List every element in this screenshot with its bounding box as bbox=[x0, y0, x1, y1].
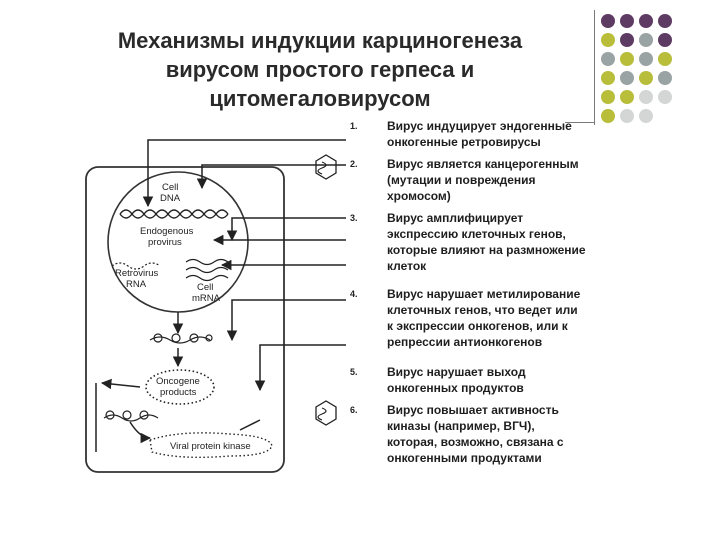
label-mrna: mRNA bbox=[192, 293, 221, 304]
label-provirus: provirus bbox=[148, 237, 182, 248]
title-line-1: Механизмы индукции карциногенеза bbox=[117, 28, 523, 53]
dot bbox=[658, 71, 672, 85]
label-cell: Cell bbox=[162, 182, 178, 193]
slide-title: Механизмы индукции карциногенеза вирусом… bbox=[60, 26, 580, 113]
dot bbox=[601, 109, 615, 123]
dot bbox=[620, 90, 634, 104]
item-number: 6. bbox=[350, 405, 358, 415]
virus-icon bbox=[315, 400, 337, 426]
dot bbox=[639, 14, 653, 28]
dot bbox=[620, 71, 634, 85]
dot bbox=[620, 52, 634, 66]
label-viral-protein-kinase: Viral protein kinase bbox=[170, 441, 251, 452]
mrna-wave-3 bbox=[185, 274, 229, 282]
dot bbox=[639, 71, 653, 85]
label-oncogene: Oncogene bbox=[156, 376, 200, 387]
dot bbox=[620, 33, 634, 47]
dna-helix-strand-1 bbox=[119, 209, 229, 219]
dot bbox=[601, 14, 615, 28]
cell-outline bbox=[85, 166, 285, 473]
dot bbox=[639, 33, 653, 47]
arrow-3-a bbox=[226, 217, 346, 242]
dot bbox=[658, 90, 672, 104]
item-number: 2. bbox=[350, 159, 358, 169]
title-line-2: вирусом простого герпеса и bbox=[165, 57, 475, 82]
dot bbox=[639, 109, 653, 123]
label-products: products bbox=[160, 387, 197, 398]
item-number: 4. bbox=[350, 289, 358, 299]
dot bbox=[601, 33, 615, 47]
dot bbox=[601, 90, 615, 104]
label-retrovirus: Retrovirus bbox=[115, 268, 159, 279]
arrow-1 bbox=[142, 139, 346, 208]
dna-helix-strand-2 bbox=[119, 209, 229, 219]
ribosome-cluster-2 bbox=[103, 410, 159, 422]
arrow-5 bbox=[226, 299, 346, 342]
item-text: Вирус повышает активность киназы (наприм… bbox=[387, 403, 564, 465]
dot bbox=[639, 52, 653, 66]
arrow-to-kinase bbox=[129, 421, 152, 444]
item-number: 3. bbox=[350, 213, 358, 223]
item-text: Вирус нарушает выход онкогенных продукто… bbox=[387, 365, 526, 395]
mrna-wave-2 bbox=[185, 266, 229, 274]
mrna-wave-1 bbox=[185, 258, 229, 266]
item-number: 5. bbox=[350, 367, 358, 377]
item-text: Вирус амплифицирует экспрессию клеточных… bbox=[387, 211, 586, 273]
dot bbox=[620, 14, 634, 28]
oncogene-products-blob bbox=[145, 369, 215, 405]
label-cell-2: Cell bbox=[197, 282, 213, 293]
dot bbox=[601, 71, 615, 85]
item-number: 1. bbox=[350, 121, 358, 131]
dot bbox=[658, 14, 672, 28]
label-rna: RNA bbox=[126, 279, 147, 290]
dot bbox=[639, 90, 653, 104]
arrow-out-left bbox=[100, 378, 141, 390]
decorative-vertical-line bbox=[594, 10, 595, 125]
item-text: Вирус индуцирует эндогенные онкогенные р… bbox=[387, 119, 572, 149]
dot bbox=[620, 109, 634, 123]
retrovirus-rna-wave bbox=[111, 262, 161, 270]
decorative-horizontal-line bbox=[565, 122, 595, 123]
arrow-6 bbox=[254, 344, 346, 392]
item-text: Вирус является канцерогенным (мутации и … bbox=[387, 157, 579, 203]
label-endogenous: Endogenous bbox=[140, 226, 194, 237]
title-line-3: цитомегаловирусом bbox=[209, 86, 431, 111]
item-text: Вирус нарушает метилирование клеточных г… bbox=[387, 287, 581, 349]
virus-icon bbox=[315, 154, 337, 180]
dot bbox=[601, 52, 615, 66]
dot bbox=[658, 52, 672, 66]
arrow-kinase-link bbox=[239, 419, 261, 431]
arrow-2 bbox=[196, 164, 346, 190]
ribosome-cluster bbox=[149, 333, 213, 344]
label-dna: DNA bbox=[160, 193, 181, 204]
dot bbox=[658, 33, 672, 47]
